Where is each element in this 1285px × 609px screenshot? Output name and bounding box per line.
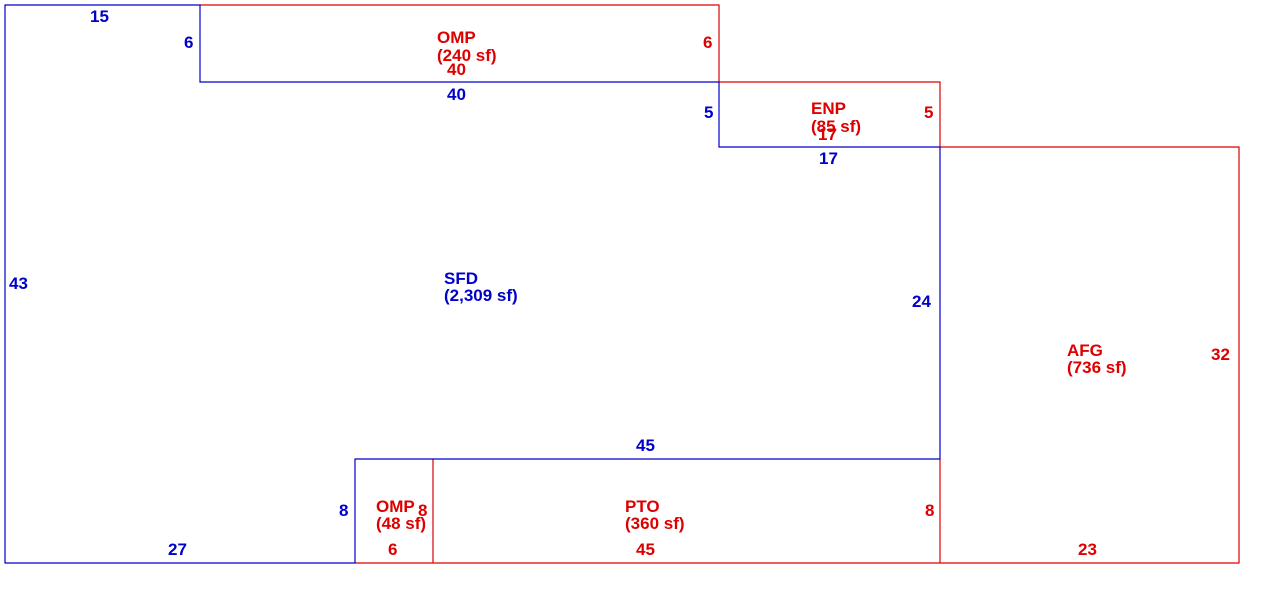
dim-sfd-pto-top: 45: [636, 436, 655, 455]
afg-name: AFG: [1067, 341, 1103, 360]
pto-area: (360 sf): [625, 514, 685, 533]
dim-sfd-notch-left: 6: [184, 33, 193, 52]
sfd-outline: [4, 4, 941, 564]
dim-omp-top-right: 6: [703, 33, 712, 52]
dim-omp-top-bottom: 40: [447, 60, 466, 79]
dim-omp-bottom-bottom: 6: [388, 540, 397, 559]
dim-afg-bottom: 23: [1078, 540, 1097, 559]
omp-top-area: (240 sf): [437, 46, 497, 65]
dim-sfd-bottom: 27: [168, 540, 187, 559]
omp-top-name: OMP: [437, 28, 476, 47]
addition-outlines: [200, 4, 1240, 564]
afg-outline: [940, 146, 1240, 564]
dim-sfd-top-left: 15: [90, 7, 109, 26]
afg-area: (736 sf): [1067, 358, 1127, 377]
dim-afg-right: 32: [1211, 345, 1230, 364]
dim-enp-right: 5: [924, 103, 933, 122]
pto-name: PTO: [625, 497, 660, 516]
dim-enp-bottom: 17: [818, 125, 837, 144]
sfd-name: SFD: [444, 269, 478, 288]
enp-outline: [719, 81, 941, 147]
dim-omp-bottom-right: 8: [418, 501, 427, 520]
sfd-area: (2,309 sf): [444, 286, 518, 305]
omp-bottom-name: OMP: [376, 497, 415, 516]
dim-sfd-left: 43: [9, 274, 28, 293]
dim-sfd-bottom-notch: 8: [339, 501, 348, 520]
enp-area: (85 sf): [811, 117, 861, 136]
dim-pto-bottom: 45: [636, 540, 655, 559]
dim-sfd-step-right: 5: [704, 103, 713, 122]
enp-name: ENP: [811, 99, 846, 118]
dim-sfd-notch-bottom: 40: [447, 85, 466, 104]
omp-top-outline: [200, 4, 720, 82]
dim-sfd-step-bottom: 17: [819, 149, 838, 168]
omp-bottom-area: (48 sf): [376, 514, 426, 533]
dim-sfd-right: 24: [912, 292, 931, 311]
dim-pto-right: 8: [925, 501, 934, 520]
